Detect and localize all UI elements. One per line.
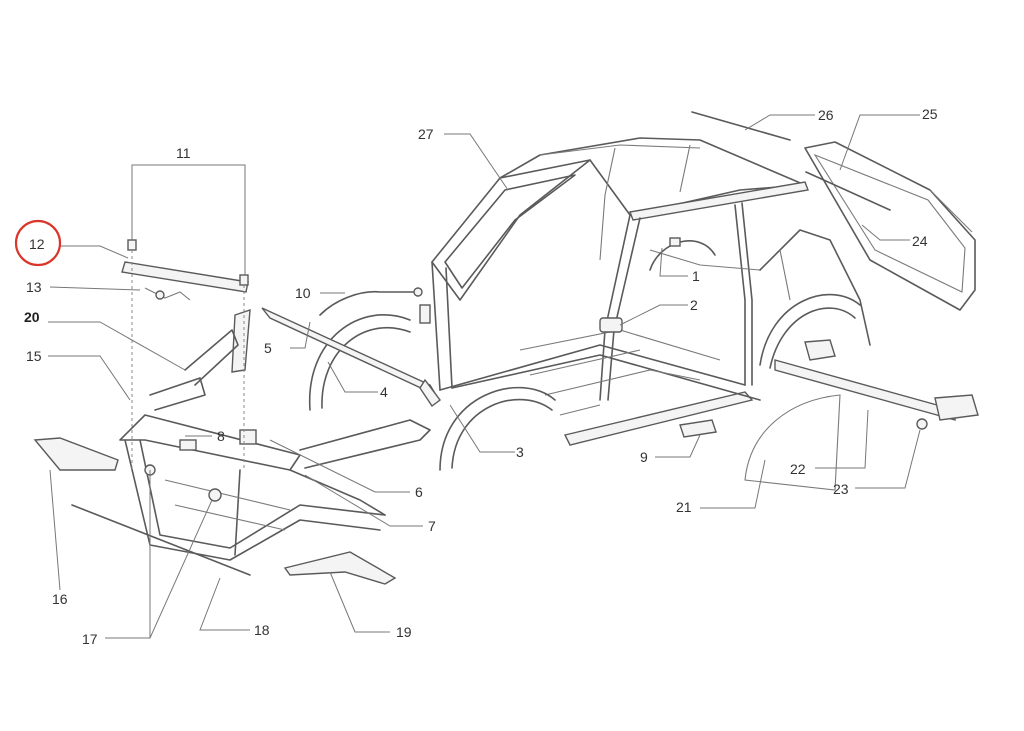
callout-6: 6 (415, 484, 423, 500)
fender-liner (744, 394, 841, 491)
rear-hatch-frame (804, 141, 976, 311)
callout-5: 5 (264, 340, 272, 356)
callout-2: 2 (690, 297, 698, 313)
leader-lines (48, 114, 921, 639)
callout-24: 24 (912, 233, 928, 249)
front-strut-bar (261, 287, 441, 408)
callout-19: 19 (396, 624, 412, 640)
callout-9: 9 (640, 449, 648, 465)
front-subframe (119, 309, 431, 561)
callout-22: 22 (790, 461, 806, 477)
callout-11: 11 (176, 145, 191, 161)
highlight-ring (14, 219, 62, 267)
callout-3: 3 (516, 444, 524, 460)
callout-23: 23 (833, 481, 849, 497)
roll-cage-body-shell (309, 137, 871, 471)
rear-axle-beam (774, 339, 979, 430)
callout-21: 21 (676, 499, 692, 515)
callout-20: 20 (24, 309, 40, 325)
hatch-seal-strip (805, 171, 891, 211)
callout-18: 18 (254, 622, 270, 638)
callout-13: 13 (26, 279, 42, 295)
callout-16: 16 (52, 591, 68, 607)
tie-rod (71, 504, 251, 576)
callout-10: 10 (295, 285, 311, 301)
callout-17: 17 (82, 631, 98, 647)
callout-12: 12 (29, 236, 45, 252)
callout-26: 26 (818, 107, 834, 123)
callout-4: 4 (380, 384, 388, 400)
upper-crossbar (121, 239, 249, 470)
callout-27: 27 (418, 126, 434, 142)
callout-25: 25 (922, 106, 938, 122)
callout-15: 15 (26, 348, 42, 364)
lower-arm-left (33, 437, 119, 471)
callout-7: 7 (428, 518, 436, 534)
lower-arm-right (283, 551, 397, 585)
callout-1: 1 (692, 268, 700, 284)
callout-8: 8 (217, 428, 225, 444)
roof-seal-strip (691, 111, 791, 141)
